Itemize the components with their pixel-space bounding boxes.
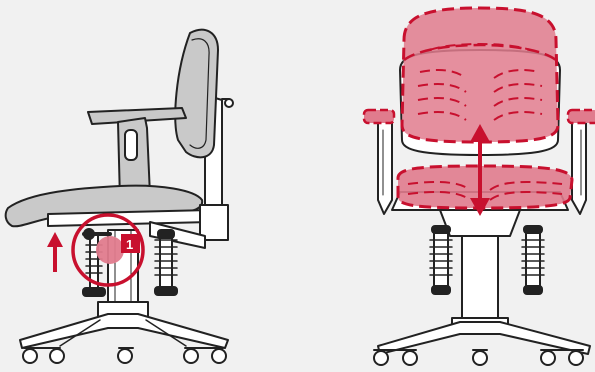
casters-left (23, 348, 226, 363)
side-view-chair (6, 30, 233, 363)
up-arrow (47, 232, 63, 272)
back-knob (225, 99, 233, 107)
casters-right (374, 350, 583, 365)
front-left-spring (430, 226, 452, 294)
right-spring (155, 230, 177, 295)
left-arm-post (378, 118, 392, 214)
backrest (175, 30, 218, 158)
front-gas-column (462, 236, 498, 326)
step-badge-label: 1 (126, 237, 133, 252)
chair-base (20, 314, 228, 348)
right-arm-post (572, 118, 586, 214)
armrest-slot (125, 130, 137, 160)
front-right-spring (522, 226, 544, 294)
highlighted-backrest (402, 8, 558, 142)
